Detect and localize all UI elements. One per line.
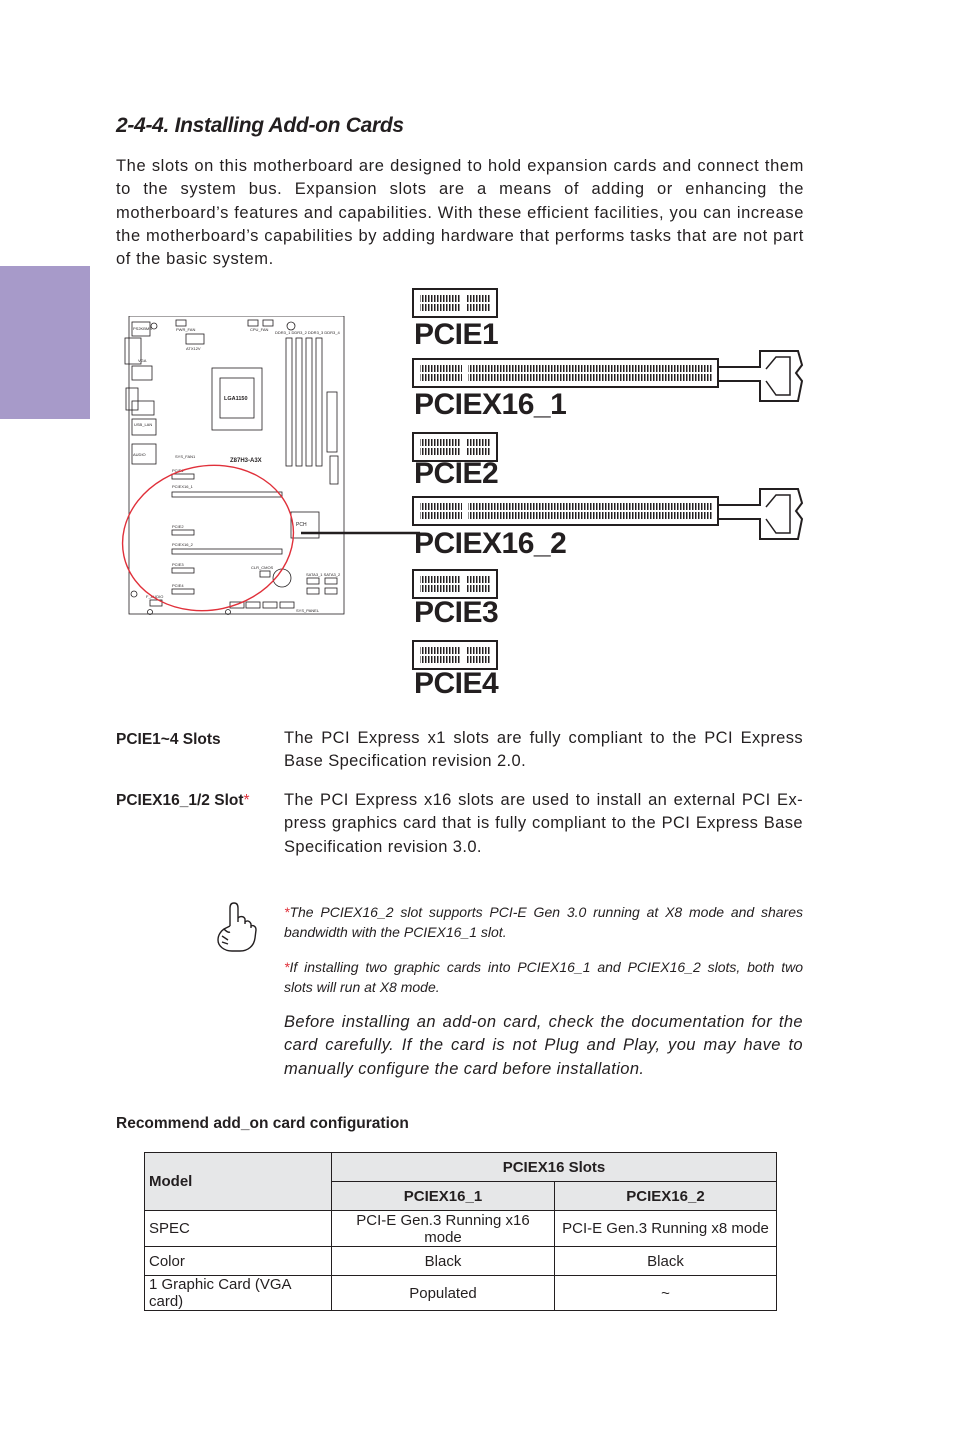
slot-pcie1-graphic [412,288,498,318]
recommend-config-table: Model PCIEX16 Slots PCIEX16_1 PCIEX16_2 … [144,1152,777,1311]
definition-pcie1-4: The PCI Express x1 slots are fully compl… [284,729,803,771]
board-label-pciex16-1: PCIEX16_1 [172,484,194,489]
header-model: Model [144,1152,332,1211]
board-label-pcie4: PCIE4 [172,583,184,588]
board-model-label: Z87H3-A3X [230,458,262,464]
header-pciex16-slots: PCIEX16 Slots [331,1152,777,1182]
row-cell: Black [331,1246,555,1276]
header-pciex16-2: PCIEX16_2 [554,1181,777,1211]
board-pcie4 [171,588,195,595]
slot-label-pcie3: PCIE3 [414,596,499,629]
table-row: 1 Graphic Card (VGA card) Populated ~ [144,1275,777,1311]
row-cell: PCI-E Gen.3 Running x16 mode [331,1210,555,1247]
board-label-sata: SATA3_1 SATA3_2 [306,572,341,577]
board-label-dimm: DDR3_1 DDR3_2 DDR3_3 DDR3_4 [275,330,340,335]
slot-pcie4-graphic [412,640,498,670]
row-cell: Black [554,1246,777,1276]
board-pcie3 [171,567,195,574]
board-socket-label: LGA1150 [224,396,248,402]
slot-pcie2-graphic [412,432,498,462]
row-label: SPEC [144,1210,332,1247]
slot-pciex16-1-graphic [412,350,804,402]
row-cell: Populated [331,1275,555,1311]
term-pciex16: PCIEX16_1/2 Slot* [116,792,250,809]
term-pcie1-4: PCIE1~4 Slots [116,731,221,748]
row-cell: ~ [554,1275,777,1311]
board-label-sys-fan: SYS_FAN1 [175,454,196,459]
slot-label-pciex16-1: PCIEX16_1 [414,388,567,421]
caution-note: Before installing an add-on card, check … [284,1013,803,1078]
board-label-pciex16-2: PCIEX16_2 [172,542,194,547]
note-pciex16-2-bandwidth: *The PCIEX16_2 slot supports PCI-E Gen 3… [284,904,803,940]
slot-label-pciex16-2: PCIEX16_2 [414,527,567,560]
slot-illustrations [412,288,804,670]
note-two-graphic-cards: *If installing two graphic cards into PC… [284,959,803,995]
highlight-circle [121,464,295,612]
header-pciex16-1: PCIEX16_1 [331,1181,555,1211]
section-title: 2-4-4. Installing Add-on Cards [116,114,404,137]
pointing-hand-icon [217,902,257,952]
slot-pcie3-graphic [412,569,498,599]
board-label-pcie3: PCIE3 [172,562,184,567]
board-label-atx12v: ATX12V [186,346,201,351]
board-label-ps2: PS2KBMS [133,326,152,331]
board-pcie1 [171,473,195,480]
board-pch-label: PCH [296,522,307,528]
recommend-title: Recommend add_on card configuration [116,1115,409,1132]
board-label-f-panel: SYS_PANEL [296,608,320,613]
row-label: Color [144,1246,332,1276]
board-label-cpu-fan: CPU_FAN [250,327,269,332]
board-pciex16-1 [171,491,283,498]
definition-pciex16: The PCI Express x16 slots are used to in… [284,791,803,856]
board-label-audio: AUDIO [133,452,146,457]
table-row: SPEC PCI-E Gen.3 Running x16 mode PCI-E … [144,1210,777,1247]
board-label-f-audio: F_AUDIO [146,594,163,599]
board-pciex16-2 [171,548,283,555]
slot-label-pcie1: PCIE1 [414,318,499,351]
slot-label-pcie4: PCIE4 [414,667,499,700]
board-pcie2 [171,529,195,536]
chapter-side-tab [0,266,90,419]
board-label-clr-cmos: CLR_CMOS [251,565,274,570]
motherboard-diagram: PS2KBMS PWR_FAN CPU_FAN DDR3_1 DDR3_2 DD… [121,316,420,615]
row-cell: PCI-E Gen.3 Running x8 mode [554,1210,777,1247]
row-label: 1 Graphic Card (VGA card) [144,1275,332,1311]
board-label-fan: PWR_FAN [176,327,195,332]
board-pch [290,511,320,539]
board-label-pcie1: PCIE1 [172,468,184,473]
board-label-pcie2: PCIE2 [172,524,184,529]
slot-label-pcie2: PCIE2 [414,457,499,490]
board-label-usb-lan: USB_LAN [134,422,152,427]
board-outline [128,316,345,615]
slot-pciex16-2-graphic [412,488,804,540]
table-row: Color Black Black [144,1246,777,1276]
intro-paragraph: The slots on this motherboard are design… [116,157,804,269]
board-label-vga: VGA [138,358,147,363]
